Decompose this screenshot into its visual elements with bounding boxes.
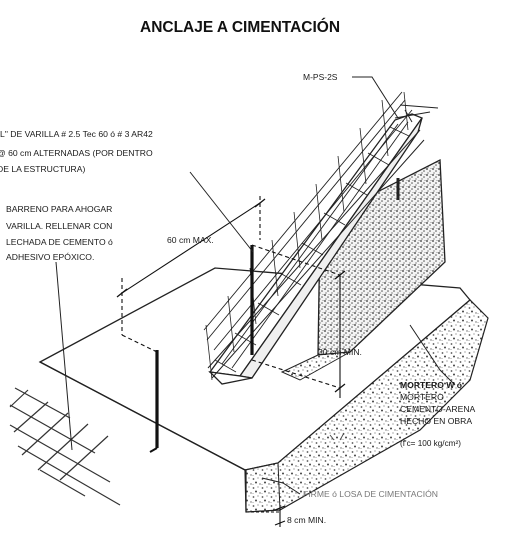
mortar-line1: MORTERO W ó [400, 380, 462, 390]
drill-line4: ADHESIVO EPÓXICO. [6, 252, 94, 262]
floor-mesh [9, 387, 121, 506]
leader-lines [55, 76, 456, 495]
panel-label: M-PS-2S [303, 72, 338, 82]
drill-callout: BARRENO PARA AHOGAR VARILLA. RELLENAR CO… [6, 204, 113, 262]
diagram-title: ANCLAJE A CIMENTACIÓN [140, 18, 340, 36]
mortar-callout: MORTERO W ó MORTERO CEMENTO-ARENA HECHO … [400, 380, 476, 448]
drill-line2: VARILLA. RELLENAR CON [6, 221, 112, 231]
l-bar-line3: DE LA ESTRUCTURA) [0, 164, 85, 174]
anchor-rebars [149, 245, 254, 453]
dimension-30cm [251, 244, 346, 398]
l-bar-line2: @ 60 cm ALTERNADAS (POR DENTRO [0, 148, 153, 158]
mortar-line5: (f'c= 100 kg/cm²) [400, 439, 461, 448]
drill-line3: LECHADA DE CEMENTO ó [6, 237, 113, 247]
dimension-8cm [246, 505, 286, 527]
min-thickness-label: 8 cm MIN. [287, 515, 326, 525]
min-height-label: 30 cm MIN. [318, 347, 362, 357]
slab-joint-marks [329, 432, 345, 441]
mortar-line2: MORTERO [400, 392, 444, 402]
l-bar-line1: "L" DE VARILLA # 2.5 Tec 60 ó # 3 AR42 [0, 129, 153, 139]
mortar-line3: CEMENTO-ARENA [400, 404, 476, 414]
l-bar-callout: "L" DE VARILLA # 2.5 Tec 60 ó # 3 AR42 @… [0, 129, 153, 174]
mortar-line4: HECHO EN OBRA [400, 416, 472, 426]
slab-label: FIRME ó LOSA DE CIMENTACIÓN [303, 489, 438, 499]
drill-line1: BARRENO PARA AHOGAR [6, 204, 112, 214]
max-spacing-label: 60 cm MAX. [167, 235, 214, 245]
dimension-60cm [116, 196, 266, 353]
